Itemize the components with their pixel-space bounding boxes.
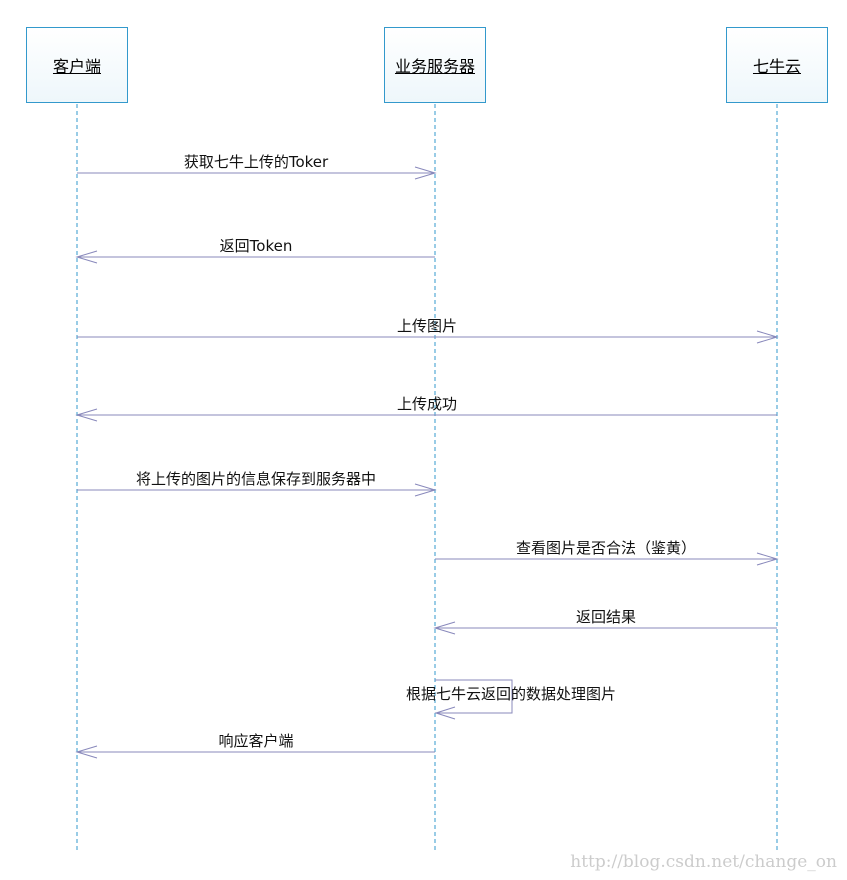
- message-label-1: 返回Token: [219, 237, 293, 255]
- message-arrowhead-5: [756, 552, 779, 566]
- message-label-8: 响应客户端: [218, 732, 294, 750]
- message-label-3: 上传成功: [396, 395, 458, 413]
- message-arrowhead-1: [75, 250, 98, 264]
- message-arrowhead-8: [75, 745, 98, 759]
- watermark: http://blog.csdn.net/change_on: [570, 852, 837, 872]
- message-arrowhead-3: [75, 408, 98, 422]
- message-arrowhead-6: [433, 621, 456, 635]
- message-label-2: 上传图片: [396, 317, 458, 335]
- self-message-line-7: [435, 679, 513, 714]
- message-arrowhead-0: [414, 166, 437, 180]
- message-label-6: 返回结果: [575, 608, 637, 626]
- actor-box-qiniu: 七牛云: [726, 27, 828, 103]
- actor-box-client: 客户端: [26, 27, 128, 103]
- message-label-7: 根据七牛云返回的数据处理图片: [405, 685, 617, 703]
- message-label-0: 获取七牛上传的Toker: [183, 153, 329, 171]
- message-arrowhead-4: [414, 483, 437, 497]
- actor-box-biz: 业务服务器: [384, 27, 486, 103]
- message-label-5: 查看图片是否合法（鉴黄）: [515, 539, 697, 557]
- message-label-4: 将上传的图片的信息保存到服务器中: [135, 470, 377, 488]
- self-message-arrowhead-7: [434, 706, 456, 720]
- message-arrowhead-2: [756, 330, 779, 344]
